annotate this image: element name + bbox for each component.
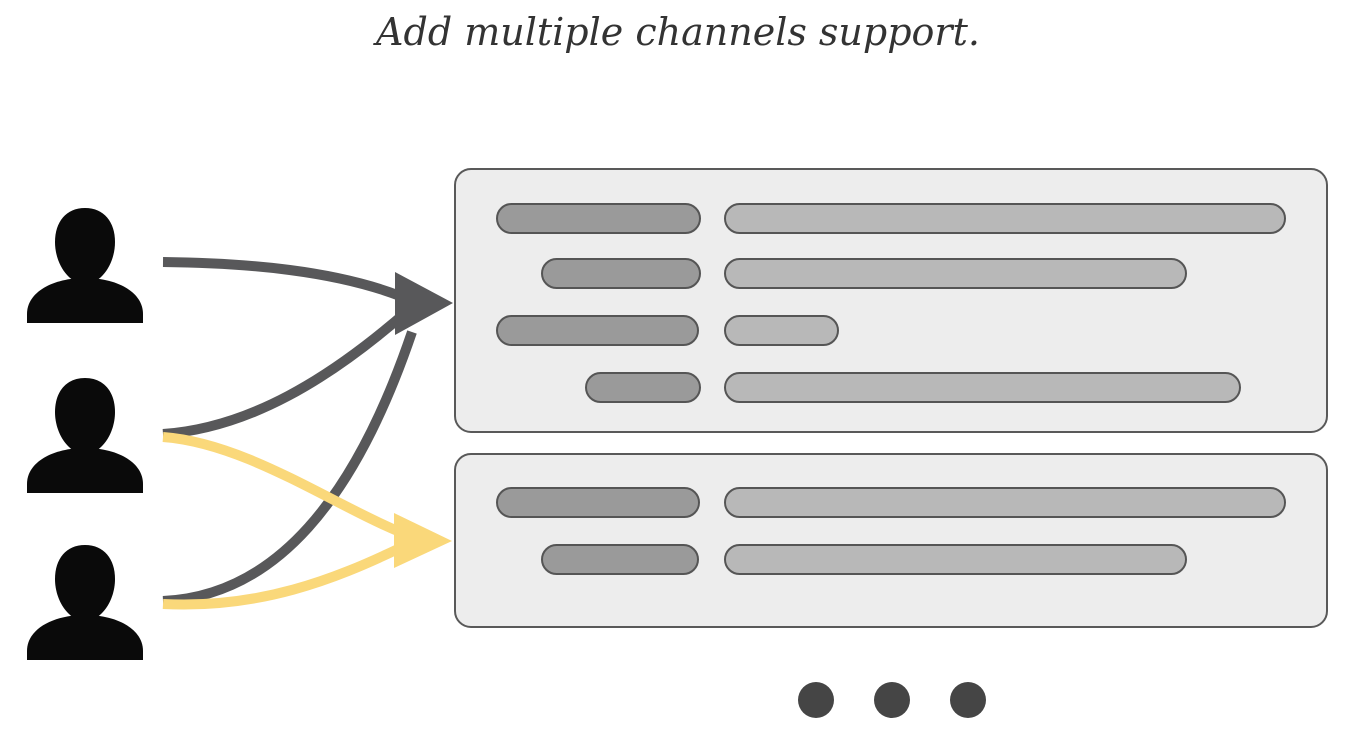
connector-user1-channel1 bbox=[162, 257, 402, 301]
message-text-pill bbox=[724, 372, 1241, 403]
channel-panel bbox=[454, 168, 1328, 433]
message-text-pill bbox=[724, 315, 839, 346]
user-icon bbox=[27, 378, 143, 493]
connector-user2-channel1 bbox=[162, 310, 408, 439]
connector-user2-channel2 bbox=[162, 432, 402, 537]
message-author-pill bbox=[541, 544, 699, 575]
user-icon bbox=[27, 208, 143, 323]
message-text-pill bbox=[724, 203, 1286, 234]
channel-panel bbox=[454, 453, 1328, 628]
channel-card-2 bbox=[454, 453, 1328, 628]
message-text-pill bbox=[724, 544, 1187, 575]
arrowhead-channel1-icon bbox=[395, 272, 453, 335]
message-text-pill bbox=[724, 487, 1286, 518]
arrowhead-channel2-icon bbox=[394, 513, 452, 568]
message-author-pill bbox=[585, 372, 701, 403]
more-channels-indicator bbox=[798, 682, 986, 718]
connector-user3-channel2 bbox=[162, 544, 401, 610]
more-channels-dot bbox=[874, 682, 910, 718]
message-author-pill bbox=[496, 203, 701, 234]
connector-user3-channel1 bbox=[162, 330, 417, 606]
message-author-pill bbox=[496, 487, 700, 518]
message-author-pill bbox=[496, 315, 699, 346]
diagram-title: Add multiple channels support. bbox=[376, 10, 980, 54]
user-icon bbox=[27, 545, 143, 660]
more-channels-dot bbox=[950, 682, 986, 718]
message-author-pill bbox=[541, 258, 701, 289]
more-channels-dot bbox=[798, 682, 834, 718]
message-text-pill bbox=[724, 258, 1187, 289]
channel-card-1 bbox=[454, 168, 1328, 433]
